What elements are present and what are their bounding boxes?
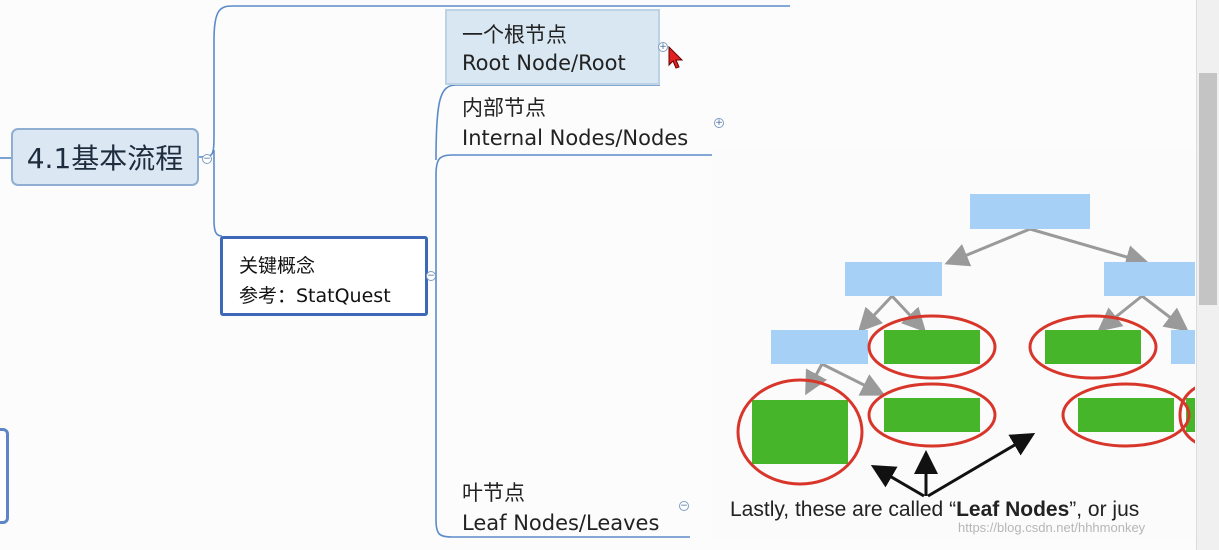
leaf-node-4 bbox=[1078, 398, 1174, 432]
internal-nodes-line1: 内部节点 bbox=[462, 96, 546, 120]
leaf-ring-3 bbox=[867, 382, 997, 448]
expand-toggle-internal-nodes[interactable]: + bbox=[714, 118, 724, 128]
video-subtitle: Lastly, these are called “Leaf Nodes”, o… bbox=[730, 498, 1140, 521]
tree-node-internal-left bbox=[845, 262, 942, 296]
leaf-ring-5 bbox=[736, 378, 864, 486]
leaf-ring-2 bbox=[1028, 314, 1158, 380]
internal-nodes-line2: Internal Nodes/Nodes bbox=[462, 126, 689, 150]
leaf-node-5 bbox=[752, 400, 848, 464]
mouse-cursor-icon bbox=[668, 46, 684, 69]
main-topic-label: 4.1基本流程 bbox=[26, 142, 184, 175]
collapse-toggle-key-concepts[interactable]: − bbox=[426, 271, 436, 281]
subtopic-internal-nodes[interactable]: 内部节点 Internal Nodes/Nodes bbox=[462, 93, 688, 153]
leaf-ring-1 bbox=[867, 314, 997, 380]
leaf-ring-6 bbox=[1178, 386, 1195, 444]
decision-tree-illustration bbox=[736, 194, 1195, 498]
subtopic-leaf-nodes[interactable]: 叶节点 Leaf Nodes/Leaves bbox=[462, 478, 659, 538]
video-frame-decision-tree: Lastly, these are called “Leaf Nodes”, o… bbox=[712, 150, 1195, 540]
collapse-toggle-main-topic[interactable]: − bbox=[202, 154, 212, 164]
tree-node-root bbox=[970, 194, 1090, 229]
leaf-nodes-line1: 叶节点 bbox=[462, 481, 525, 505]
subtopic-key-concepts[interactable]: 关键概念 参考：StatQuest bbox=[220, 236, 428, 316]
leaf-node-2 bbox=[1045, 330, 1141, 364]
leaf-node-3 bbox=[884, 398, 980, 432]
offscreen-topic-box[interactable] bbox=[0, 428, 9, 524]
expand-toggle-root-node[interactable]: + bbox=[658, 42, 668, 52]
subtopic-root-node[interactable]: 一个根节点 Root Node/Root bbox=[445, 9, 660, 85]
vertical-scrollbar[interactable] bbox=[1196, 0, 1219, 550]
root-node-line1: 一个根节点 bbox=[462, 23, 567, 47]
main-topic-basic-process[interactable]: 4.1基本流程 bbox=[11, 128, 199, 186]
leaf-ring-4 bbox=[1061, 382, 1191, 448]
tree-node-internal-lower bbox=[771, 330, 868, 364]
tree-node-internal-right bbox=[1104, 262, 1195, 296]
scrollbar-thumb[interactable] bbox=[1199, 73, 1217, 305]
watermark-text: https://blog.csdn.net/hhhmonkey bbox=[958, 520, 1146, 535]
leaf-nodes-line2: Leaf Nodes/Leaves bbox=[462, 511, 660, 535]
leaf-node-1 bbox=[884, 330, 980, 364]
key-concepts-line1: 关键概念 bbox=[239, 255, 316, 277]
root-node-line2: Root Node/Root bbox=[462, 51, 626, 75]
key-concepts-line2: 参考：StatQuest bbox=[239, 285, 391, 307]
collapse-toggle-leaf-nodes[interactable]: − bbox=[679, 501, 689, 511]
tree-node-internal-edge bbox=[1171, 330, 1195, 364]
